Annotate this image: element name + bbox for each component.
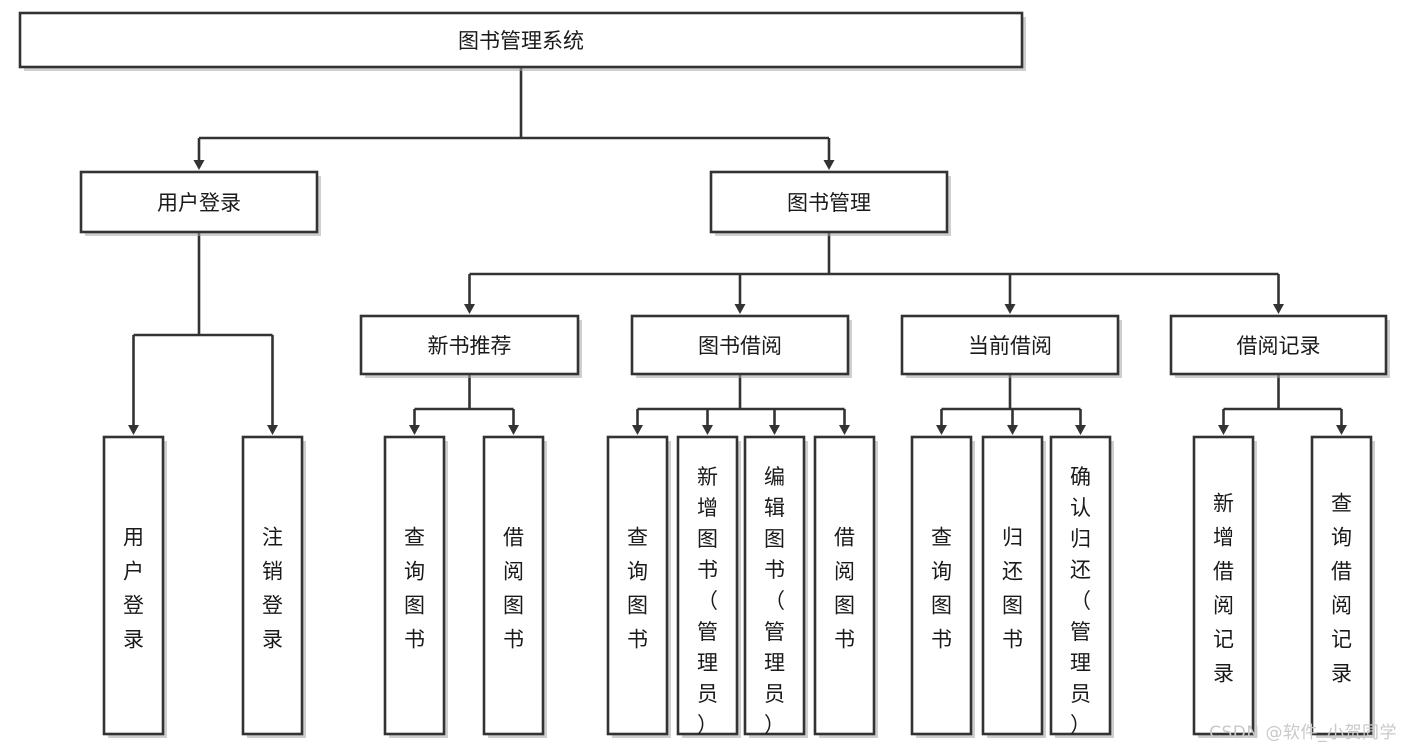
node-leaf-10-label: 确认归还（管理员） — [1070, 465, 1091, 737]
node-leaf-2-label: 查询图书 — [404, 526, 425, 652]
node-leaf-12-label: 查询借阅记录 — [1331, 492, 1352, 686]
node-leaf-2[interactable]: 查询图书 — [383, 435, 446, 736]
node-l3-3[interactable]: 借阅记录 — [1169, 314, 1388, 376]
node-root-box[interactable] — [18, 11, 1024, 69]
node-leaf-7-box[interactable] — [813, 435, 876, 736]
node-leaf-0-label: 用户登录 — [123, 526, 144, 652]
node-leaf-7[interactable]: 借阅图书 — [813, 435, 876, 736]
node-leaf-3[interactable]: 借阅图书 — [482, 435, 545, 736]
node-leaf-3-box[interactable] — [482, 435, 545, 736]
node-l2-0-label: 用户登录 — [157, 191, 241, 215]
node-leaf-1-box[interactable] — [241, 435, 304, 736]
node-leaf-0-box[interactable] — [102, 435, 165, 736]
node-leaf-9-box[interactable] — [981, 435, 1044, 736]
node-leaf-6-box[interactable] — [743, 435, 806, 736]
node-l2-0[interactable]: 用户登录 — [79, 170, 319, 234]
node-leaf-10-box[interactable] — [1049, 435, 1112, 736]
node-l3-2-box[interactable] — [900, 314, 1120, 376]
node-leaf-5-box[interactable] — [676, 435, 739, 736]
node-leaf-4[interactable]: 查询图书 — [606, 435, 669, 736]
node-leaf-0[interactable]: 用户登录 — [102, 435, 165, 736]
node-l2-1-box[interactable] — [709, 170, 949, 234]
node-l2-1[interactable]: 图书管理 — [709, 170, 949, 234]
connector-layer — [128, 67, 1347, 435]
node-root-label: 图书管理系统 — [458, 29, 584, 53]
node-leaf-5-label: 新增图书（管理员） — [697, 465, 718, 737]
node-leaf-11-label: 新增借阅记录 — [1213, 492, 1234, 686]
node-leaf-6[interactable]: 编辑图书（管理员） — [743, 435, 806, 737]
watermark-text: CSDN @软件_小贺同学 — [1209, 723, 1397, 743]
node-leaf-12[interactable]: 查询借阅记录 — [1310, 435, 1373, 736]
node-leaf-5[interactable]: 新增图书（管理员） — [676, 435, 739, 737]
node-leaf-3-label: 借阅图书 — [503, 526, 524, 652]
node-l3-1[interactable]: 图书借阅 — [630, 314, 850, 376]
node-leaf-10[interactable]: 确认归还（管理员） — [1049, 435, 1112, 737]
node-l3-0-box[interactable] — [359, 314, 580, 376]
node-leaf-6-label: 编辑图书（管理员） — [764, 465, 785, 737]
node-l2-1-label: 图书管理 — [787, 191, 871, 215]
node-leaf-8-box[interactable] — [910, 435, 973, 736]
node-leaf-2-box[interactable] — [383, 435, 446, 736]
node-l2-0-box[interactable] — [79, 170, 319, 234]
node-l3-0-label: 新书推荐 — [428, 334, 512, 358]
node-leaf-11[interactable]: 新增借阅记录 — [1192, 435, 1255, 736]
node-leaf-9[interactable]: 归还图书 — [981, 435, 1044, 736]
node-l3-2[interactable]: 当前借阅 — [900, 314, 1120, 376]
node-l3-2-label: 当前借阅 — [968, 334, 1052, 358]
node-l3-3-box[interactable] — [1169, 314, 1388, 376]
node-leaf-4-box[interactable] — [606, 435, 669, 736]
node-leaf-12-box[interactable] — [1310, 435, 1373, 736]
node-leaf-9-label: 归还图书 — [1002, 526, 1023, 652]
node-leaf-8-label: 查询图书 — [931, 526, 952, 652]
node-root[interactable]: 图书管理系统 — [18, 11, 1024, 69]
node-l3-1-label: 图书借阅 — [698, 334, 782, 358]
node-leaf-4-label: 查询图书 — [627, 526, 648, 652]
node-leaf-7-label: 借阅图书 — [834, 526, 855, 652]
node-leaf-1[interactable]: 注销登录 — [241, 435, 304, 736]
node-l3-3-label: 借阅记录 — [1237, 334, 1321, 358]
node-layer: 图书管理系统用户登录图书管理新书推荐图书借阅当前借阅借阅记录用户登录注销登录查询… — [18, 11, 1388, 737]
node-l3-0[interactable]: 新书推荐 — [359, 314, 580, 376]
node-leaf-8[interactable]: 查询图书 — [910, 435, 973, 736]
node-leaf-11-box[interactable] — [1192, 435, 1255, 736]
node-l3-1-box[interactable] — [630, 314, 850, 376]
node-leaf-1-label: 注销登录 — [262, 526, 283, 652]
